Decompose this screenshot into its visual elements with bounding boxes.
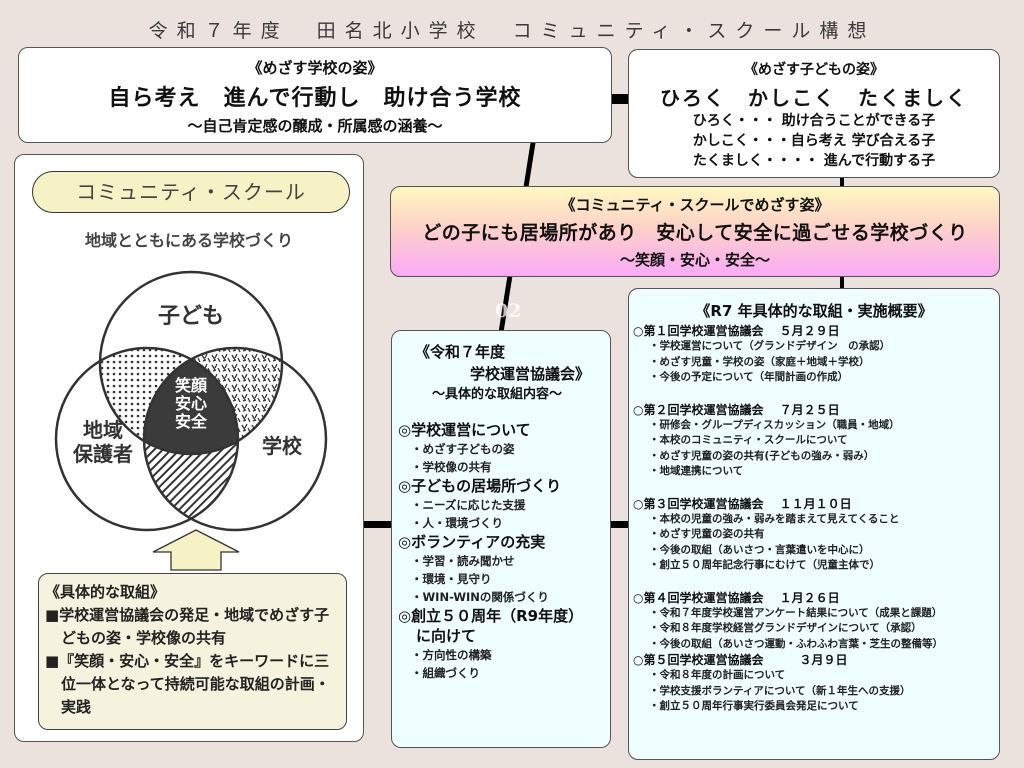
council-heading: 《令和７年度	[415, 343, 506, 361]
council-heading: 学校運営協議会》	[470, 365, 591, 383]
page-title: 令和７年度 田名北小学校 コミュニティ・スクール構想	[148, 20, 876, 42]
meeting-title: ○第３回学校運営協議会 １１月１０日	[633, 496, 852, 511]
venn-label-community: 地域	[83, 418, 123, 442]
school-vision-box: 《めざす学校の姿》 自ら考え 進んで行動し 助け合う学校 ～自己肯定感の醸成・所…	[18, 47, 612, 143]
meeting-item: ・研修会・グループディスカッション（職員・地域）	[649, 418, 900, 431]
venn-label-guardians: 保護者	[72, 442, 133, 466]
council-content-box: 《令和７年度 学校運営協議会》 ～具体的な取組内容～ ◎学校運営について ・めざ…	[391, 330, 611, 748]
council-category: ◎子どもの居場所づくり	[398, 477, 562, 495]
council-item: ・学校像の共有	[411, 460, 492, 474]
meeting-item: ・創立５０周年行事実行委員会発足について	[649, 700, 859, 712]
meeting-title: ○第４回学校運営協議会 １月２６日	[633, 590, 840, 605]
meeting-title: ○第５回学校運営協議会 ３月９日	[633, 653, 848, 667]
council-item: ・方向性の構築	[411, 648, 492, 662]
child-vision-box: 《めざす子どもの姿》 ひろく かしこく たくましく ひろく・・・ 助け合うことが…	[628, 49, 1000, 178]
venn-label-school: 学校	[262, 434, 303, 458]
council-category-cont: に向けて	[416, 627, 477, 645]
child-vision-line: ひろく・・・ 助け合うことができる子	[692, 113, 936, 129]
council-item: ・ニーズに応じた支援	[411, 498, 526, 512]
connector-school-cs	[523, 143, 536, 187]
r7-heading: 《R7 年具体的な取組・実施概要》	[695, 302, 933, 320]
meeting-item: ・令和７年度学校運営アンケート結果について（成果と課題）	[649, 606, 943, 619]
meeting-item: ・めざす児童の姿の共有	[649, 528, 765, 540]
efforts-item: ■『笑顔・安心・安全』をキーワードに三位一体となって持続可能な取組の計画・実践	[45, 652, 330, 716]
child-vision-line: たくましく・・・・ 進んで行動する子	[692, 153, 936, 169]
meeting-item: ・学校運営について（グランドデザイン の承認）	[649, 340, 891, 352]
venn-center-line: 安全	[175, 412, 208, 431]
connector-cs-r7	[840, 277, 844, 289]
connector-council-r7	[611, 521, 629, 528]
venn-center-line: 笑顔	[175, 376, 208, 395]
meeting-item: ・めざす児童の姿の共有(子どもの強み・弱み）	[649, 449, 875, 462]
meeting-item: ・学校支援ボランティアについて（新１年生への支援）	[649, 684, 911, 697]
meeting-item: ・地域連携について	[649, 465, 744, 477]
school-vision-heading: 《めざす学校の姿》	[247, 59, 383, 77]
council-item: ・人・環境づくり	[411, 516, 503, 530]
meeting-item: ・創立５０周年記念行事にむけて（児童主体で）	[649, 559, 880, 571]
meeting-item: ・今後の予定について（年間計画の作成）	[649, 371, 849, 383]
council-category: ◎ボランティアの充実	[398, 533, 546, 551]
meeting-item: ・本校のコミュニティ・スクールについて	[649, 434, 848, 446]
child-vision-heading: 《めざす子どもの姿》	[744, 62, 884, 78]
council-category: ◎学校運営について	[398, 421, 531, 439]
connector-school-child	[612, 94, 629, 104]
council-subheading: ～具体的な取組内容～	[432, 387, 563, 402]
council-item: ・WIN-WINの関係づくり	[411, 590, 549, 604]
meeting-item: ・令和８年度の計画について	[649, 669, 786, 681]
meeting-item: ・めざす児童・学校の姿（家庭＋地域＋学校）	[649, 355, 870, 368]
venn-label-child: 子ども	[158, 304, 224, 329]
venn-diagram: 子ども 地域 保護者 学校 笑顔 安心 安全	[54, 270, 328, 532]
meeting-title: ○第１回学校運営協議会 ５月２９日	[633, 324, 840, 338]
specific-efforts-box: 《具体的な取組》 ■学校運営協議会の発足・地域でめざす子どもの姿・学校像の共有 …	[38, 573, 347, 730]
community-school-panel: コミュニティ・スクール 地域とともにある学校づくり 子ども 地	[14, 154, 364, 742]
page-watermark: 02	[495, 300, 522, 322]
meeting-item: ・今後の取組（あいさつ・言葉遣いを中心に）	[649, 543, 870, 556]
meeting-item: ・令和８年度学校経営グランドデザインについて（承認）	[649, 622, 922, 634]
council-item: ・環境・見守り	[411, 572, 492, 586]
council-category: ◎創立５０周年（R9年度）	[398, 607, 584, 625]
cs-vision-box: 《コミュニティ・スクールでめざす姿》 どの子にも居場所があり 安心して安全に過ご…	[390, 186, 1000, 277]
meeting-title: ○第２回学校運営協議会 ７月２５日	[633, 402, 840, 417]
meeting-item: ・今後の取組（あいさつ運動・ふわふわ言葉・芝生の整備等）	[649, 637, 943, 650]
council-item: ・学習・読み聞かせ	[411, 554, 515, 568]
connector-left-council	[364, 521, 392, 528]
up-arrow-icon	[152, 529, 240, 571]
child-vision-main: ひろく かしこく たくましく	[660, 86, 968, 110]
venn-center-line: 安心	[175, 394, 207, 413]
community-school-pill: コミュニティ・スクール	[32, 171, 350, 213]
community-school-subtitle: 地域とともにある学校づくり	[84, 231, 293, 250]
cs-vision-main: どの子にも居場所があり 安心して安全に過ごせる学校づくり	[422, 222, 968, 244]
council-item: ・めざす子どもの姿	[411, 442, 515, 456]
cs-vision-sub: ～笑顔・安心・安全～	[619, 251, 770, 269]
school-vision-main: 自ら考え 進んで行動し 助け合う学校	[108, 86, 522, 111]
efforts-heading: 《具体的な取組》	[45, 583, 166, 601]
child-vision-line: かしこく・・・自ら考え 学び合える子	[692, 133, 936, 149]
council-item: ・組織づくり	[411, 666, 480, 680]
cs-vision-heading: 《コミュニティ・スクールでめざす姿》	[560, 196, 830, 214]
connector-child-cs	[840, 178, 844, 187]
efforts-item: ■学校運営協議会の発足・地域でめざす子どもの姿・学校像の共有	[45, 606, 330, 647]
school-vision-sub: ～自己肯定感の醸成・所属感の涵養～	[187, 117, 443, 135]
r7-overview-box: 《R7 年具体的な取組・実施概要》 ○第１回学校運営協議会 ５月２９日 ・学校運…	[628, 288, 1000, 760]
meeting-item: ・本校の児童の強み・弱みを踏まえて見えてくること	[649, 512, 900, 525]
